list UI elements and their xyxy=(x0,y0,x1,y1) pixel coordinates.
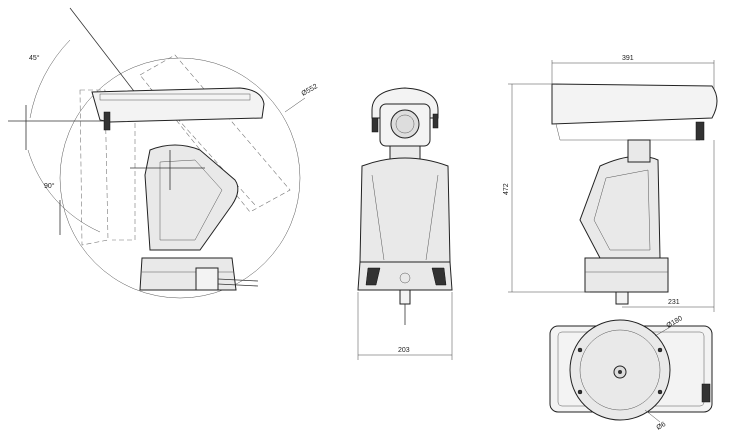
side-yoke-inner xyxy=(593,169,651,251)
camera-lens xyxy=(395,114,415,134)
leader-base-diameter xyxy=(654,325,673,337)
label-sweep-diameter: Ø552 xyxy=(301,83,319,98)
cable-gland-2 xyxy=(217,283,259,287)
pan-yoke xyxy=(144,144,239,251)
front-yoke-right xyxy=(425,174,439,261)
housing-ghost-down xyxy=(79,89,109,246)
angle-arc-lower xyxy=(27,149,101,233)
housing-sunshield xyxy=(99,93,251,101)
front-yoke-left xyxy=(371,174,385,261)
side-base xyxy=(584,257,669,293)
front-connector xyxy=(399,289,411,305)
tilt-range-view: 45° 90° Ø552 xyxy=(8,7,319,299)
top-mount-hole-1 xyxy=(577,347,583,353)
front-base xyxy=(357,261,453,291)
base-connector-housing xyxy=(195,267,219,291)
front-base-center xyxy=(399,272,411,284)
side-housing xyxy=(551,83,718,125)
front-wiper-right xyxy=(432,113,439,129)
cable-gland xyxy=(217,278,259,282)
leader-sweep-diameter xyxy=(284,97,306,113)
label-side-depth: 231 xyxy=(668,299,680,306)
side-housing-lower xyxy=(555,121,705,141)
camera-window xyxy=(390,109,420,139)
label-side-length: 391 xyxy=(622,55,634,62)
top-front-cap xyxy=(701,383,711,403)
label-angle-down: 90° xyxy=(44,182,55,190)
label-hole-diameter: Ø6 xyxy=(656,421,668,432)
top-center-dot xyxy=(618,370,622,374)
top-mount-hole-2 xyxy=(657,347,663,353)
side-view: 391 472 231 xyxy=(503,55,718,312)
label-front-width: 203 xyxy=(398,347,410,354)
top-base-ring xyxy=(579,329,661,411)
label-angle-up: 45° xyxy=(29,54,40,62)
housing-front-cap xyxy=(103,111,111,131)
angle-arc-upper xyxy=(29,39,71,119)
front-yoke xyxy=(359,157,451,263)
sweep-circle xyxy=(59,57,301,299)
front-base-foot-right xyxy=(431,267,447,286)
side-front-cap xyxy=(695,121,705,141)
front-view: 203 xyxy=(357,87,453,360)
label-height: 472 xyxy=(503,183,510,195)
top-mount-hole-3 xyxy=(577,389,583,395)
top-mount-hole-4 xyxy=(657,389,663,395)
side-connector xyxy=(615,291,629,305)
top-view: Ø180 Ø6 xyxy=(549,315,713,432)
front-wiper xyxy=(371,117,379,133)
pan-base xyxy=(139,257,237,291)
pan-yoke-inner xyxy=(159,159,223,241)
leader-hole-diameter xyxy=(644,409,661,423)
side-neck xyxy=(627,139,651,163)
camera-housing-horizontal xyxy=(91,87,265,123)
front-base-foot-left xyxy=(365,267,381,286)
